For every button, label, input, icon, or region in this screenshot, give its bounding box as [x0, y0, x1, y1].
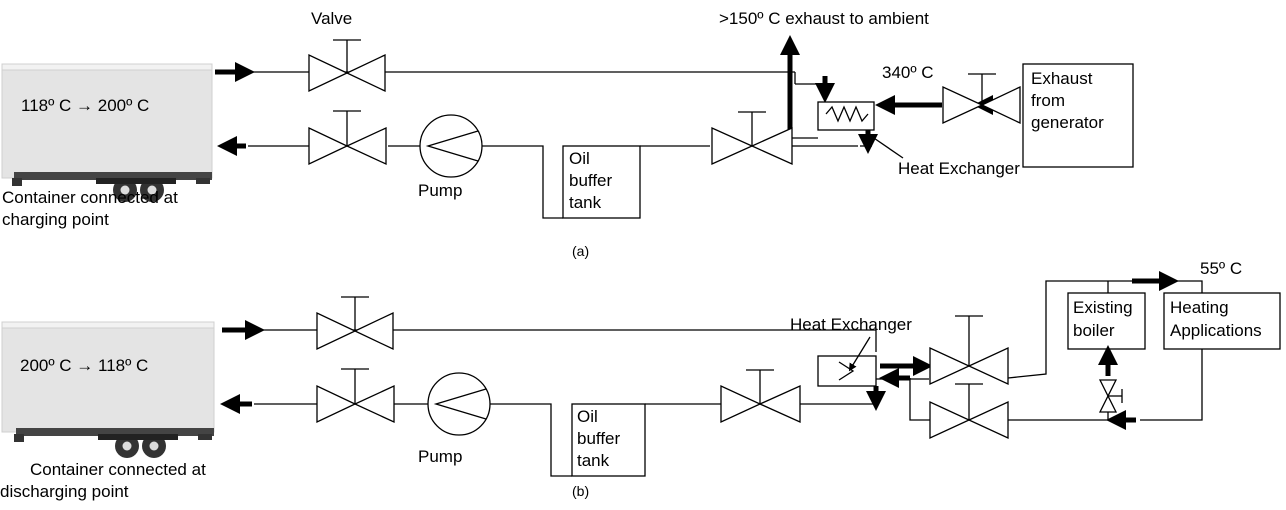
temp-label-b: 55º C	[1200, 259, 1242, 278]
pump-label-a: Pump	[418, 181, 462, 200]
container-trailer-b: 200º C → 118º C	[1, 321, 215, 458]
existing-boiler-box	[1067, 292, 1146, 350]
oil-buffer-tank-a	[562, 145, 641, 219]
valve-boiler-bypass	[1098, 379, 1123, 413]
valve-top-b	[316, 296, 394, 351]
oil-buffer-tank-b	[571, 403, 646, 477]
oil-buffer-tank-label-b: Oil buffer tank	[577, 407, 625, 470]
container-caption-b: Container connected at discharging point	[0, 460, 211, 501]
heating-applications-box	[1163, 292, 1281, 350]
container-trailer-a: 118º C → 200º C	[1, 63, 213, 202]
valve-bottom-right-b	[720, 369, 801, 424]
valve-bottom-right-a	[711, 111, 800, 166]
pump-a	[419, 114, 483, 178]
heat-exchanger-a	[817, 101, 875, 131]
exhaust-source-label: Exhaust from generator	[1031, 69, 1104, 132]
heating-applications-label: Heating Applications	[1170, 298, 1262, 340]
valve-exhaust-a	[942, 73, 1021, 125]
valve-lower-right-b	[929, 383, 1009, 440]
temp-in-label: 340º C	[882, 63, 934, 82]
caption-a: (a)	[572, 243, 589, 259]
valve-label: Valve	[311, 9, 352, 28]
heat-exchanger-label-a: Heat Exchanger	[898, 159, 1020, 178]
exhaust-out-label: >150º C exhaust to ambient	[719, 9, 929, 28]
existing-boiler-label: Existing boiler	[1073, 298, 1137, 340]
exhaust-source-box	[1022, 63, 1134, 168]
container-temp-a: 118º C → 200º C	[21, 96, 149, 115]
valve-bottom-left-b	[316, 368, 395, 424]
heat-exchanger-b	[817, 355, 877, 387]
panel-b: 200º C → 118º C Heat Exchanger	[0, 259, 1281, 501]
caption-b: (b)	[572, 483, 589, 499]
valve-top-a	[308, 39, 386, 93]
oil-buffer-tank-label-a: Oil buffer tank	[569, 149, 617, 212]
valve-bottom-left-a	[308, 110, 387, 166]
container-caption-a: Container connected at charging point	[2, 188, 183, 229]
container-temp-b: 200º C → 118º C	[20, 356, 148, 375]
pump-label-b: Pump	[418, 447, 462, 466]
valve-upper-right-b	[929, 315, 1009, 386]
pump-b	[427, 372, 491, 436]
heat-exchanger-label-b: Heat Exchanger	[790, 315, 912, 334]
panel-a: 118º C → 200º C Valve >150º C exhaust to…	[1, 9, 1134, 259]
